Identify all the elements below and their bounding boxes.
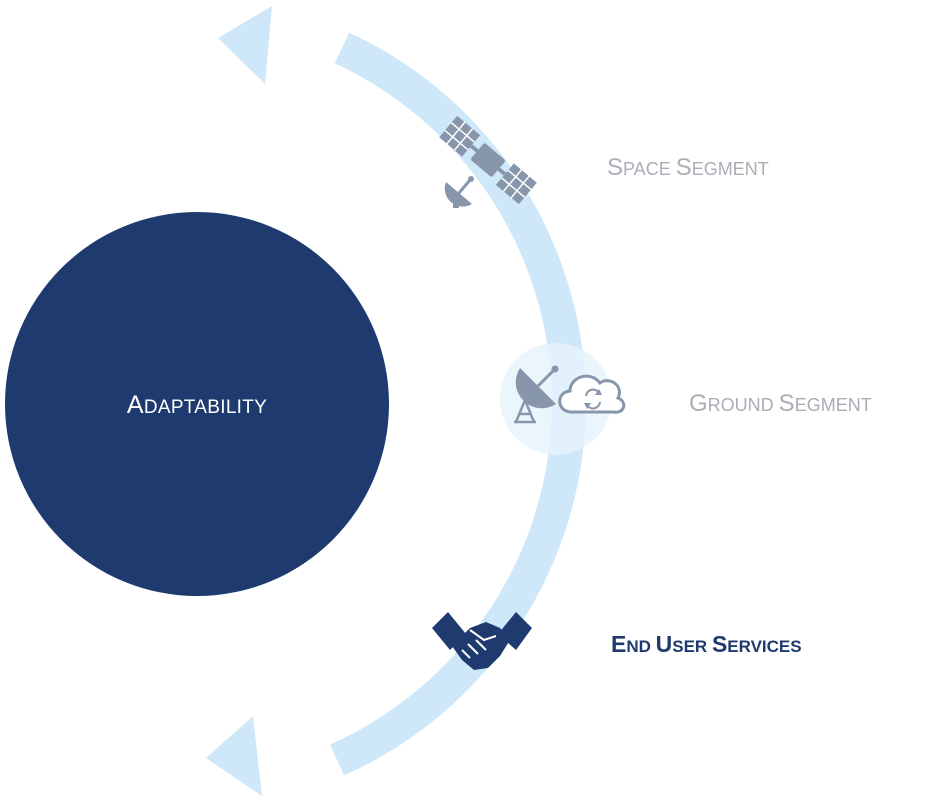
ground-highlight-disc — [500, 343, 612, 455]
satellite-icon — [439, 115, 537, 208]
end-user-services-label: END USER SERVICES — [611, 631, 802, 657]
handshake-icon — [432, 612, 532, 670]
arrow-head-top — [218, 6, 272, 84]
arrow-head-bottom — [206, 716, 262, 796]
adaptability-circle — [5, 212, 389, 596]
adaptability-label: ADAPTABILITY — [127, 391, 267, 419]
ground-station-cloud-icon — [514, 365, 626, 424]
ground-segment-label: GROUND SEGMENT — [689, 390, 872, 417]
space-segment-label: SPACE SEGMENT — [607, 154, 769, 181]
